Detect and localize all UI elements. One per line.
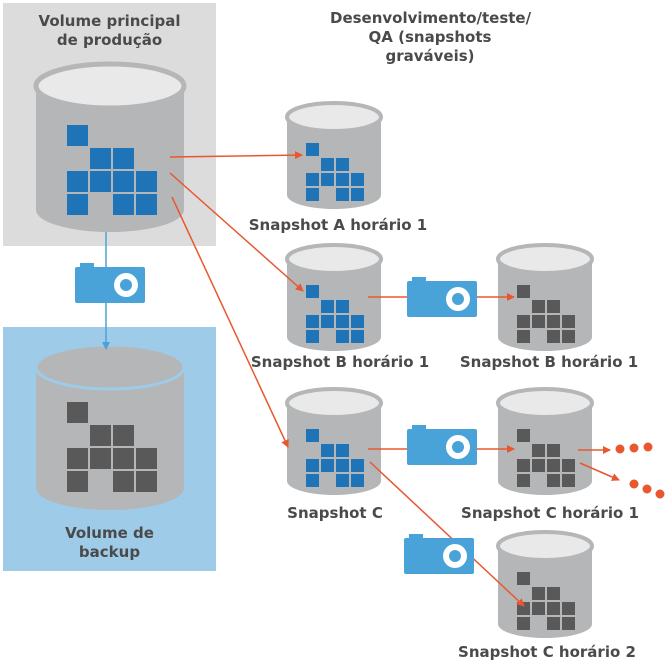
backup-data-blocks [67,402,157,492]
snapshot-c-t1-cylinder-icon [496,387,594,495]
snapshot-c-t2-label: Snapshot C horário 2 [458,643,636,661]
arrow-to-snapshot-a [169,151,303,160]
snapshot-c-data-blocks [306,429,364,487]
snapshot-c-t2-cylinder-icon [496,530,594,638]
snapshot-b-copy-data-blocks [517,285,575,343]
snapshot-a-cylinder-icon [285,101,383,209]
snapshot-b-cylinder-icon [285,243,383,351]
snapshot-a-label: Snapshot A horário 1 [248,216,428,234]
ellipsis-dots-icon [629,479,665,499]
devtest-title: Desenvolvimento/teste/ QA (snapshots gra… [330,9,532,65]
snapshot-b-label: Snapshot B horário 1 [250,353,430,371]
snapshot-c-t1-data-blocks [517,429,575,487]
ellipsis-dots-icon [615,442,653,454]
snapshot-c-t1-label: Snapshot C horário 1 [461,504,639,522]
snapshot-b-data-blocks [306,285,364,343]
backup-volume-title: Volume de backup [65,524,154,561]
snapshot-b-copy-label: Snapshot B horário 1 [459,353,639,371]
snapshot-c-t2-camera-icon [404,534,474,574]
backup-camera-icon [75,263,145,303]
snapshot-c-label: Snapshot C [287,504,383,522]
snapshot-b-copy-cylinder-icon [496,243,594,351]
snapshot-c-t2-data-blocks [517,572,575,630]
production-volume-title: Volume principal de produção [38,12,181,49]
arrow-to-snapshot-c [171,196,289,448]
snapshot-a-data-blocks [306,143,364,201]
snapshot-b-camera-icon [407,277,477,317]
snapshot-c-t1-camera-icon [407,425,477,465]
snapshot-c-cylinder-icon [285,387,383,495]
continuation-arrow-2 [579,462,620,481]
arrow-to-snapshot-b [169,172,304,292]
arrow-c-to-c-t2 [369,461,525,607]
production-data-blocks [67,125,157,215]
